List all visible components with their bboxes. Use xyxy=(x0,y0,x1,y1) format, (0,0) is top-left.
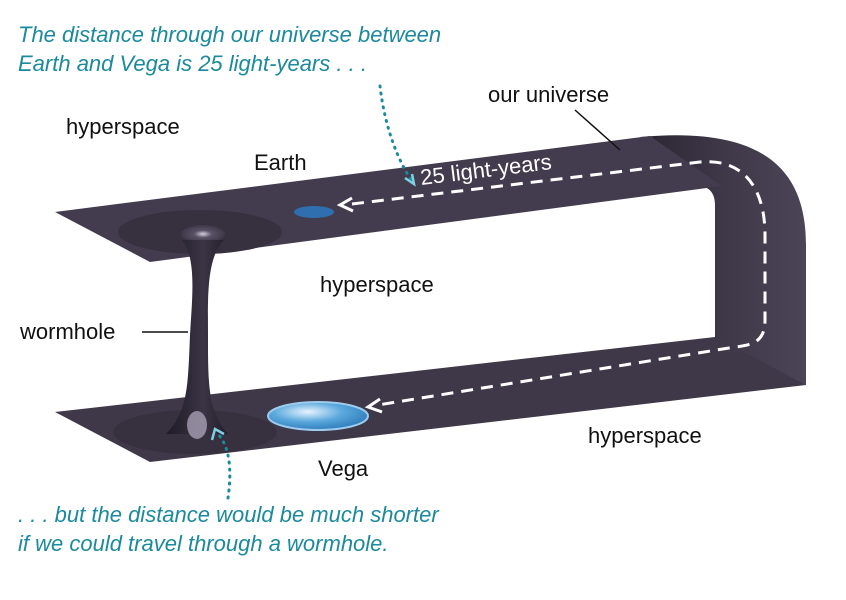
hyperspace-label-middle: hyperspace xyxy=(320,272,434,297)
hyperspace-label-bottom: hyperspace xyxy=(588,423,702,448)
wormhole-throat-highlight xyxy=(187,411,207,439)
bottom-caption: . . . but the distance would be much sho… xyxy=(18,500,439,558)
top-caption-line-2: Earth and Vega is 25 light-years . . . xyxy=(18,51,367,76)
earth-label: Earth xyxy=(254,150,307,175)
wormhole-throat xyxy=(166,240,228,434)
pointer-arrow-bottom-icon xyxy=(210,427,225,441)
pointer-arrow-top-icon xyxy=(404,173,416,187)
bottom-caption-line-2: if we could travel through a wormhole. xyxy=(18,531,389,556)
wormhole-mouth-top-highlight xyxy=(181,225,225,243)
top-caption: The distance through our universe betwee… xyxy=(18,20,441,78)
top-caption-line-1: The distance through our universe betwee… xyxy=(18,22,442,47)
bottom-caption-line-1: . . . but the distance would be much sho… xyxy=(18,502,439,527)
wormhole-label: wormhole xyxy=(20,319,116,344)
caption-pointer-top xyxy=(378,84,415,184)
our-universe-leader xyxy=(574,109,621,151)
our-universe-label: our universe xyxy=(488,82,610,107)
caption-pointer-bottom xyxy=(214,430,232,500)
earth-marker xyxy=(294,206,334,218)
arrowhead-earth-icon xyxy=(336,196,354,213)
arrowhead-vega-icon xyxy=(364,397,383,414)
hyperspace-label-top: hyperspace xyxy=(66,114,180,139)
vega-marker xyxy=(267,401,369,431)
vega-label: Vega xyxy=(318,456,369,481)
